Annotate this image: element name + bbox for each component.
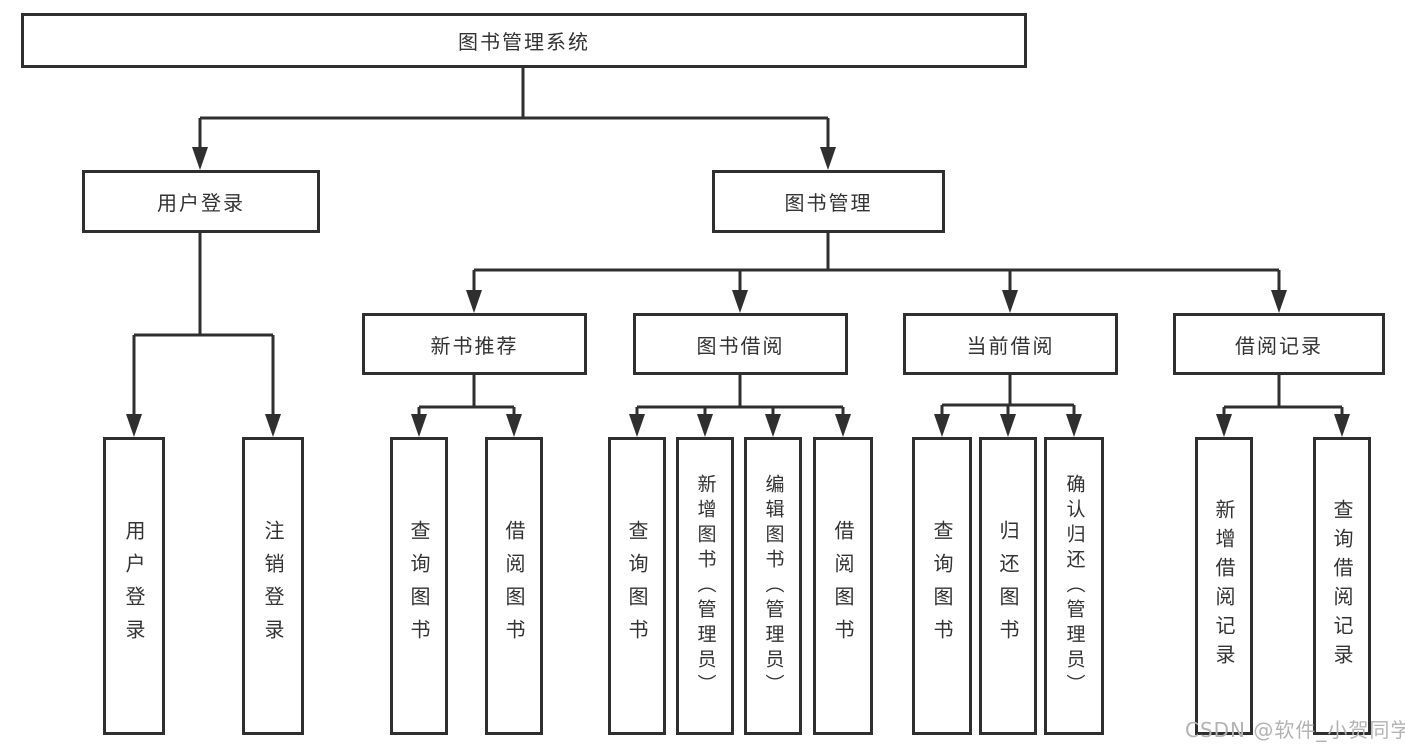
- node-label: 图书管理系统: [458, 30, 590, 54]
- arrowhead-icon: [192, 147, 208, 170]
- leaf-borrow-add-books-admin: 新增图书（管理员）: [676, 437, 734, 735]
- leaf-label: 查询图书: [930, 520, 954, 652]
- arrowhead-icon: [934, 414, 950, 437]
- connector-bookmgmt-to-level3: [472, 233, 1281, 293]
- arrowheads: [126, 147, 1350, 437]
- connector-current-to-leaves: [940, 375, 1076, 417]
- leaf-label: 查询图书: [407, 520, 431, 652]
- node-book-borrow: 图书借阅: [633, 313, 848, 375]
- arrowhead-icon: [732, 290, 748, 313]
- arrowhead-icon: [1000, 414, 1016, 437]
- leaf-label: 用户登录: [122, 520, 146, 652]
- leaf-label: 查询借阅记录: [1330, 499, 1354, 673]
- arrowhead-icon: [506, 414, 522, 437]
- arrowhead-icon: [765, 414, 781, 437]
- arrowhead-icon: [265, 414, 281, 437]
- connector-recommend-to-leaves: [417, 375, 516, 417]
- arrowhead-icon: [1002, 290, 1018, 313]
- leaf-borrow-query-books: 查询图书: [608, 437, 666, 735]
- leaf-label: 注销登录: [261, 520, 285, 652]
- leaf-label: 新增借阅记录: [1212, 499, 1236, 673]
- node-label: 当前借阅: [966, 333, 1055, 358]
- leaf-current-query-books: 查询图书: [912, 437, 972, 735]
- arrowhead-icon: [697, 414, 713, 437]
- leaf-current-return-books: 归还图书: [979, 437, 1037, 735]
- connector-borrow-to-leaves: [635, 375, 845, 417]
- node-book-management: 图书管理: [712, 170, 945, 233]
- arrowhead-icon: [1216, 414, 1232, 437]
- leaf-label: 借阅图书: [502, 520, 526, 652]
- node-label: 图书借阅: [696, 333, 785, 358]
- connector-records-to-leaves: [1222, 375, 1344, 417]
- arrowhead-icon: [629, 414, 645, 437]
- leaf-label: 编辑图书（管理员）: [762, 473, 785, 699]
- node-label: 借阅记录: [1235, 333, 1323, 358]
- leaf-logout: 注销登录: [242, 437, 304, 735]
- leaf-label: 查询图书: [625, 520, 649, 652]
- leaf-borrow-borrow-books: 借阅图书: [813, 437, 873, 735]
- leaf-borrow-edit-books-admin: 编辑图书（管理员）: [744, 437, 802, 735]
- arrowhead-icon: [1066, 414, 1082, 437]
- arrowhead-icon: [411, 414, 427, 437]
- connector-root-to-level2: [198, 68, 830, 150]
- leaf-current-confirm-return-admin: 确认归还（管理员）: [1044, 437, 1104, 735]
- arrowhead-icon: [1271, 290, 1287, 313]
- arrowhead-icon: [126, 414, 142, 437]
- node-borrow-records: 借阅记录: [1173, 313, 1385, 375]
- connector-userlogin-to-leaves: [132, 233, 275, 417]
- leaf-records-add-borrow-record: 新增借阅记录: [1195, 437, 1253, 735]
- leaf-user-login: 用户登录: [103, 437, 165, 735]
- arrowhead-icon: [466, 290, 482, 313]
- leaf-label: 确认归还（管理员）: [1063, 473, 1086, 699]
- leaf-label: 借阅图书: [831, 520, 855, 652]
- node-library-management-system: 图书管理系统: [21, 13, 1027, 68]
- leaf-label: 新增图书（管理员）: [694, 473, 717, 699]
- node-label: 图书管理: [784, 191, 873, 215]
- leaf-label: 归还图书: [996, 520, 1020, 652]
- leaf-recommend-query-books: 查询图书: [390, 437, 448, 735]
- arrowhead-icon: [1334, 414, 1350, 437]
- arrowhead-icon: [835, 414, 851, 437]
- node-user-login: 用户登录: [82, 170, 320, 233]
- node-label: 用户登录: [157, 191, 245, 215]
- leaf-recommend-borrow-books: 借阅图书: [485, 437, 543, 735]
- leaf-records-query-borrow-record: 查询借阅记录: [1313, 437, 1371, 735]
- arrowhead-icon: [820, 147, 836, 170]
- csdn-watermark: CSDN @软件_小贺同学: [1185, 718, 1405, 742]
- node-label: 新书推荐: [430, 333, 519, 358]
- node-current-borrow: 当前借阅: [903, 313, 1118, 375]
- node-new-book-recommend: 新书推荐: [362, 313, 587, 375]
